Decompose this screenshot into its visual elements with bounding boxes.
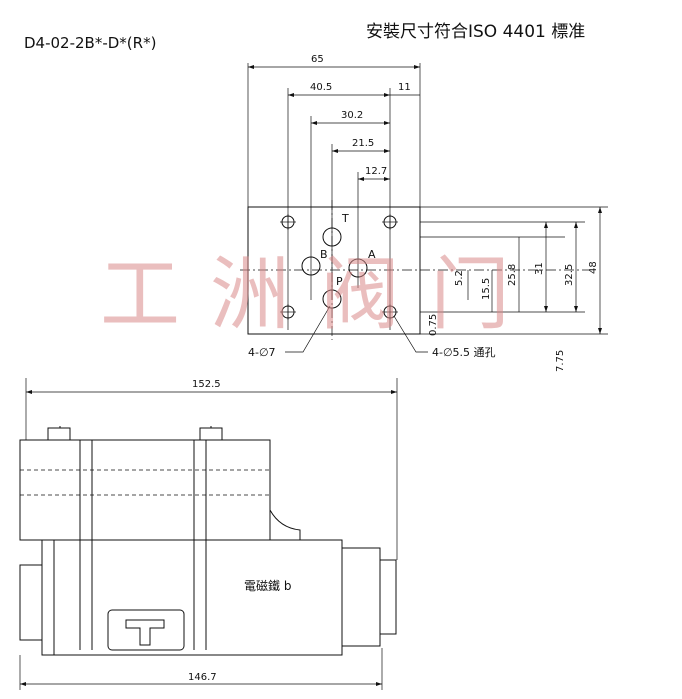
mounting-face-outline [247, 206, 421, 335]
dim-5-2: 5.2 [454, 270, 465, 286]
solenoid-label: 電磁鐵 b [244, 578, 291, 593]
end-cap [41, 539, 55, 656]
dim-40-5: 40.5 [310, 82, 332, 93]
dim-65: 65 [311, 54, 324, 65]
dim-32-5: 32.5 [564, 264, 575, 286]
coil-cap [379, 559, 397, 635]
dim-7-75: 7.75 [555, 350, 566, 372]
dim-0-75: 0.75 [428, 314, 439, 336]
valve-body [19, 439, 271, 541]
model-code: D4-02-2B*-D*(R*) [24, 34, 156, 52]
dim-152-5: 152.5 [192, 379, 221, 390]
port-p [322, 289, 342, 309]
hole-note-5-5: 4-∅5.5 通孔 [432, 346, 496, 359]
dim-30-2: 30.2 [341, 110, 363, 121]
dim-48: 48 [588, 261, 599, 274]
mounting-face-view: 65 40.5 11 30.2 21.5 12.7 T B A P [240, 54, 608, 372]
port-label-a: A [368, 248, 376, 261]
connector-box [107, 609, 185, 651]
bolt-head [47, 427, 71, 441]
manual-override [19, 564, 43, 641]
bolt-head [199, 427, 223, 441]
port-label-b: B [320, 248, 328, 261]
valve-side-view: 152.5 電磁鐵 b 146.7 [19, 378, 398, 690]
dim-11: 11 [398, 82, 411, 93]
port-b [301, 256, 321, 276]
connector-icon [125, 619, 165, 646]
dim-31: 31 [534, 262, 545, 275]
dim-15-5: 15.5 [481, 278, 492, 300]
solenoid-housing [53, 539, 343, 656]
dim-25-8: 25.8 [507, 264, 518, 286]
port-t [322, 227, 342, 247]
port-label-p: P [336, 275, 343, 288]
dim-146-7: 146.7 [188, 672, 217, 683]
coil-nut [341, 547, 381, 647]
hole-note-7: 4-∅7 [248, 346, 276, 359]
standard-note: 安裝尺寸符合ISO 4401 標准 [366, 22, 585, 42]
port-label-t: T [341, 212, 349, 225]
dim-12-7: 12.7 [365, 166, 387, 177]
watermark: 工洲阀门 [100, 248, 540, 341]
port-a [348, 258, 368, 278]
dim-21-5: 21.5 [352, 138, 374, 149]
